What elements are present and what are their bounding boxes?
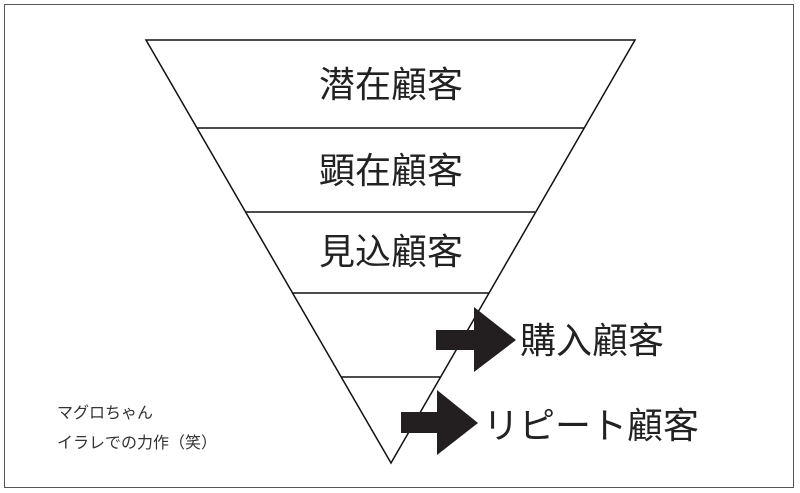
funnel-level-prospect: 見込顧客 (318, 232, 464, 273)
diagram-frame (4, 4, 794, 488)
funnel-level-potential: 潜在顧客 (318, 65, 464, 106)
funnel-level-purchase: 購入顧客 (520, 321, 665, 362)
arrow-right-icon (436, 307, 516, 372)
funnel-level-aware: 顕在顧客 (318, 151, 464, 192)
caption-line-1: マグロちゃん (57, 403, 154, 422)
caption-line-2: イラレでの力作（笑） (57, 433, 218, 452)
funnel-triangle (144, 39, 637, 465)
funnel-level-repeat: リピート顧客 (483, 406, 700, 447)
arrow-right-icon (401, 390, 478, 455)
